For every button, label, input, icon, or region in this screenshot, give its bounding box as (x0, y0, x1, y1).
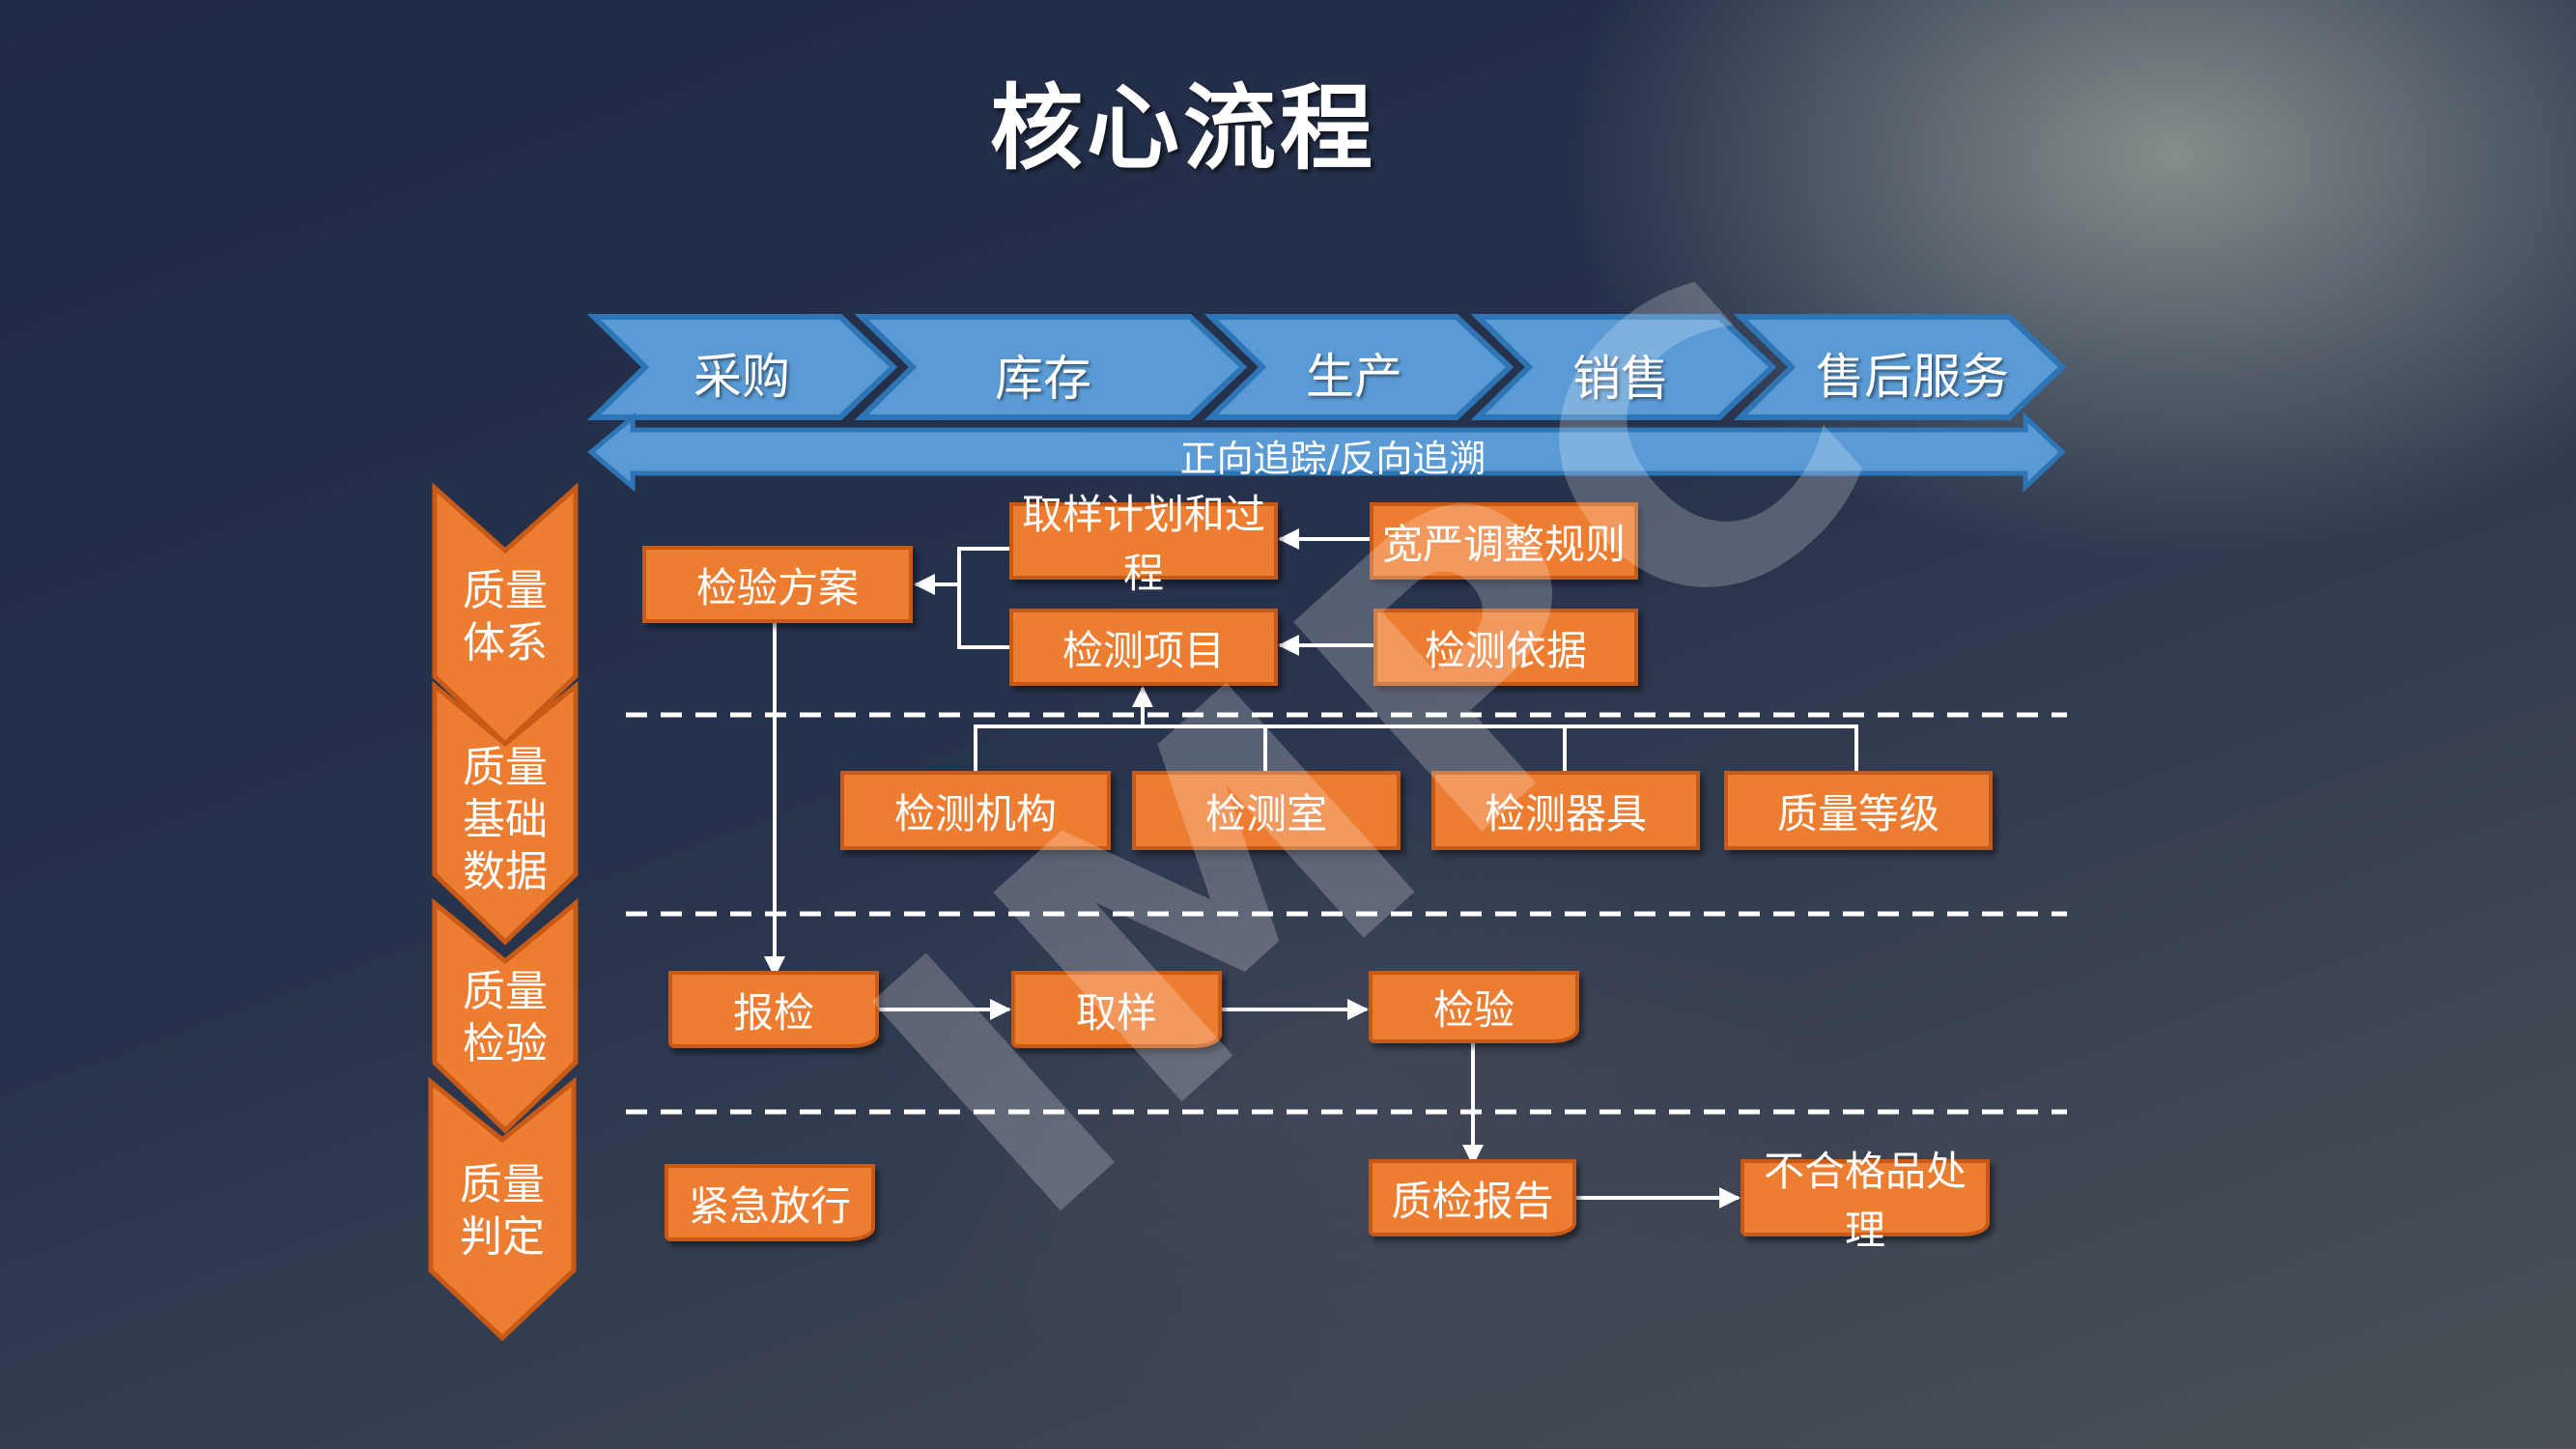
side-label-text: 质量 检验 (463, 967, 548, 1068)
box-tolerance-rules: 宽严调整规则 (1370, 502, 1638, 580)
box-sampling: 取样 (1011, 971, 1222, 1048)
page-title: 核心流程 (990, 74, 1376, 183)
side-label-quality-data: 质量 基础 数据 (452, 742, 558, 898)
box-qc-report: 质检报告 (1369, 1159, 1576, 1236)
trace-label: 正向追踪/反向追溯 (1179, 438, 1486, 480)
side-label-text: 质量 体系 (463, 566, 548, 668)
side-label-quality-judgement: 质量 判定 (449, 1159, 555, 1264)
box-quality-grade: 质量等级 (1724, 771, 1993, 850)
connector-items-to-plan (914, 574, 1009, 649)
box-test-basis: 检测依据 (1373, 609, 1638, 686)
section-dividers (626, 712, 2067, 1115)
box-apply-inspection: 报检 (668, 971, 879, 1048)
side-label-text: 质量 基础 数据 (463, 743, 548, 896)
chevron-after-sales (1733, 314, 2067, 420)
side-label-quality-system: 质量 体系 (452, 565, 558, 669)
connectors (764, 528, 1858, 1208)
box-inspection-plan: 检验方案 (642, 546, 913, 623)
box-emergency-release: 紧急放行 (665, 1164, 875, 1241)
stage-label-procurement: 采购 (694, 349, 790, 405)
side-label-text: 质量 判定 (460, 1160, 545, 1262)
box-inspection: 检验 (1369, 971, 1579, 1043)
stage-label-after-sales: 售后服务 (1816, 349, 2009, 405)
stage-label-sales: 销售 (1572, 351, 1669, 407)
box-test-items: 检测项目 (1009, 609, 1278, 686)
box-nonconforming: 不合格品处理 (1741, 1148, 1990, 1254)
box-test-lab: 检测室 (1132, 771, 1401, 850)
box-sampling-plan: 取样计划和过程 (1009, 491, 1278, 597)
side-chevron-quality-judgement (428, 1076, 577, 1342)
side-chevrons (428, 482, 579, 1342)
chevron-inventory (854, 314, 1248, 420)
chevron-procurement (586, 314, 898, 420)
connector-sampling-to-plan (957, 547, 1009, 584)
connector-base-data-bus (974, 724, 1858, 771)
chevron-production (1203, 314, 1514, 420)
side-label-quality-inspection: 质量 检验 (452, 966, 558, 1070)
box-test-equipment: 检测器具 (1431, 771, 1700, 850)
side-chevron-quality-inspection (432, 897, 579, 1134)
process-chevrons (586, 314, 2067, 420)
chevron-sales (1470, 314, 1777, 420)
side-chevron-quality-system (432, 482, 579, 748)
stage-label-inventory: 库存 (995, 351, 1091, 407)
trace-double-arrow (587, 412, 2066, 493)
stage-label-production: 生产 (1306, 349, 1402, 405)
box-test-org: 检测机构 (840, 771, 1111, 850)
side-chevron-quality-data (432, 680, 579, 946)
